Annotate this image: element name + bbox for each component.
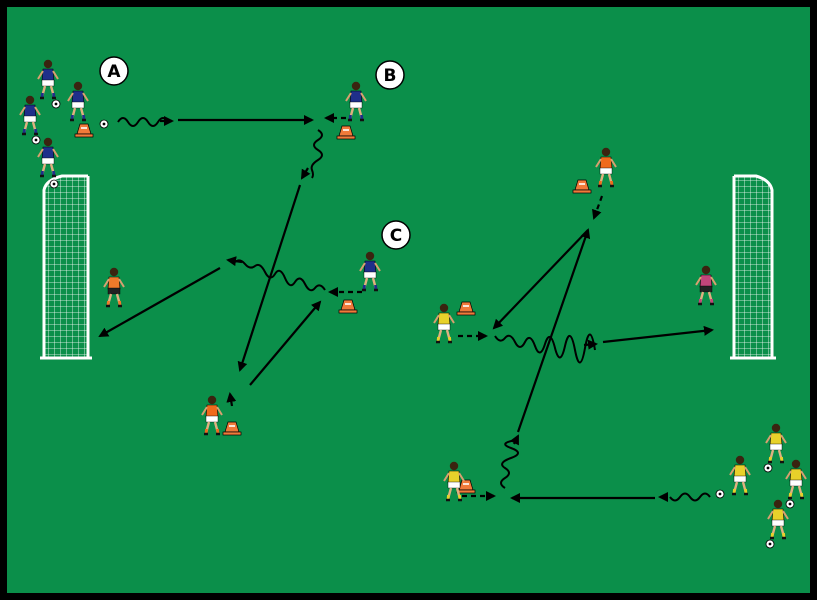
label-b-text: B [384,66,397,86]
label-b: B [375,60,405,90]
player-icon [67,81,89,122]
traffic-cone-icon [336,125,356,140]
player-icon [359,251,381,292]
cones [74,123,592,494]
player-icon [37,137,59,178]
player-icon [37,59,59,100]
player-icon [201,395,223,436]
right-goal-net-icon [734,176,772,358]
traffic-cone-icon [74,123,94,138]
pass-up-diagonal [516,228,591,433]
balls [31,99,795,549]
dribble-right-middle [494,333,596,364]
shot-right [602,325,714,344]
dribble-right-middle-head [583,339,598,350]
goalkeeper-icon [695,265,717,306]
player-icon [729,455,751,496]
soccer-ball-icon [31,135,41,145]
dribble-b [310,129,323,179]
player-icon [785,459,807,500]
soccer-goal-icon [730,174,776,360]
traffic-cone-icon [222,421,242,436]
left-goal-net-icon [44,176,88,358]
soccer-ball-icon [99,119,109,129]
label-c: C [381,220,411,250]
right-drill-lines [458,195,714,503]
run-orange [226,392,237,407]
dribble-a [117,117,169,127]
dribble-right-up [500,439,519,489]
label-a: A [99,56,129,86]
traffic-cone-icon [338,299,358,314]
player-icon [765,423,787,464]
left-goal [40,174,92,360]
player-icon [595,147,617,188]
label-c-text: C [390,226,402,246]
traffic-cone-icon [456,301,476,316]
soccer-ball-icon [51,99,61,109]
soccer-ball-icon [49,179,59,189]
goalkeeper-icon [103,267,125,308]
dribble-c-head [226,256,243,267]
dribble-right-up-head [509,434,519,446]
player-icon [433,303,455,344]
soccer-ball-icon [785,499,795,509]
player-icon [767,499,789,540]
dribble-c [234,259,326,292]
left-drill-lines [98,113,362,407]
soccer-ball-icon [715,489,725,499]
player-icon [443,461,465,502]
shot-left [98,267,221,337]
run-right-top [592,195,604,220]
right-goal [730,174,776,360]
players [19,59,807,540]
player-icon [345,81,367,122]
traffic-cone-icon [572,179,592,194]
pass-back-diagonal [492,229,589,330]
player-icon [19,95,41,136]
dribble-right-bottom [669,492,711,502]
pass-orange-to-c [249,300,322,386]
dribble-b-head [300,167,311,180]
traffic-cone-icon [456,479,476,494]
soccer-ball-icon [765,539,775,549]
soccer-ball-icon [763,463,773,473]
soccer-goal-icon [40,174,92,360]
label-a-text: A [107,62,121,82]
